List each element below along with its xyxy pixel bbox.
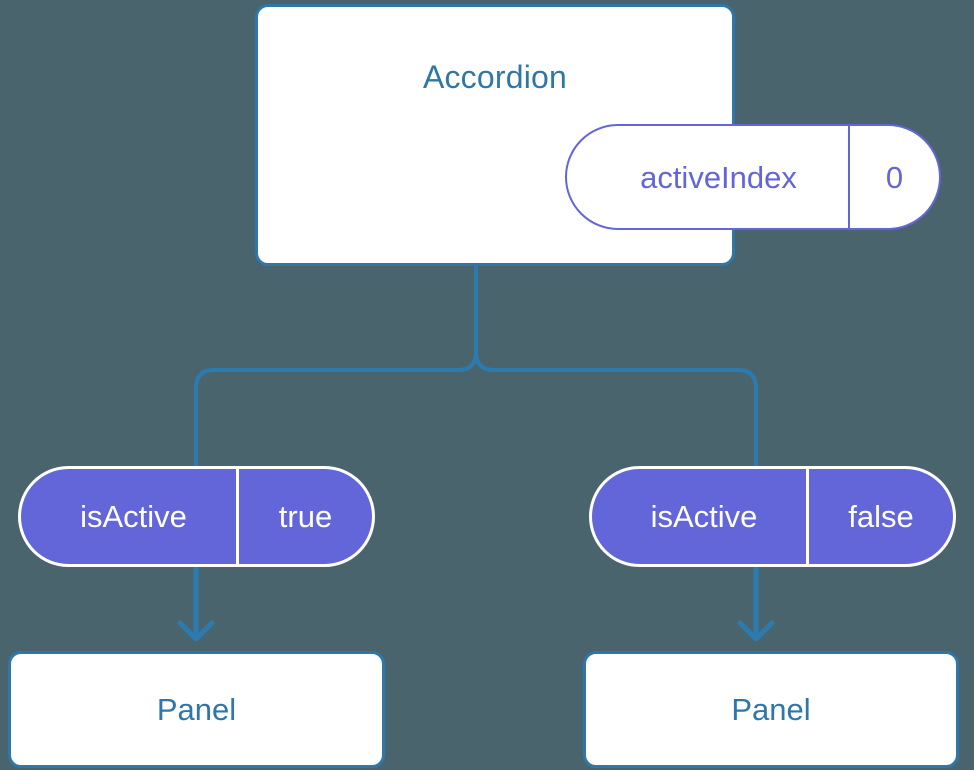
is-active-false-value: false <box>806 469 953 564</box>
is-active-false-key: isActive <box>650 499 758 534</box>
parent-to-branches-bracket <box>194 264 478 470</box>
arrow-right-pill-to-panel <box>737 565 775 642</box>
is-active-true-pill: isActive true <box>18 466 375 567</box>
arrow-left-pill-to-panel <box>177 565 215 642</box>
is-active-true-key: isActive <box>80 499 187 534</box>
panel-node-left: Panel <box>8 651 385 768</box>
active-index-key: activeIndex <box>640 159 797 195</box>
active-index-value: 0 <box>848 126 939 228</box>
is-active-true-value: true <box>236 469 372 564</box>
parent-to-branches-bracket-right <box>474 264 758 470</box>
panel-right-label: Panel <box>731 692 811 727</box>
is-active-false-pill: isActive false <box>589 466 956 567</box>
accordion-title: Accordion <box>422 59 568 95</box>
panel-left-label: Panel <box>156 692 237 727</box>
panel-node-right: Panel <box>583 651 959 768</box>
active-index-state-pill: activeIndex 0 <box>565 124 941 230</box>
accordion-node: Accordion activeIndex 0 <box>255 4 941 266</box>
